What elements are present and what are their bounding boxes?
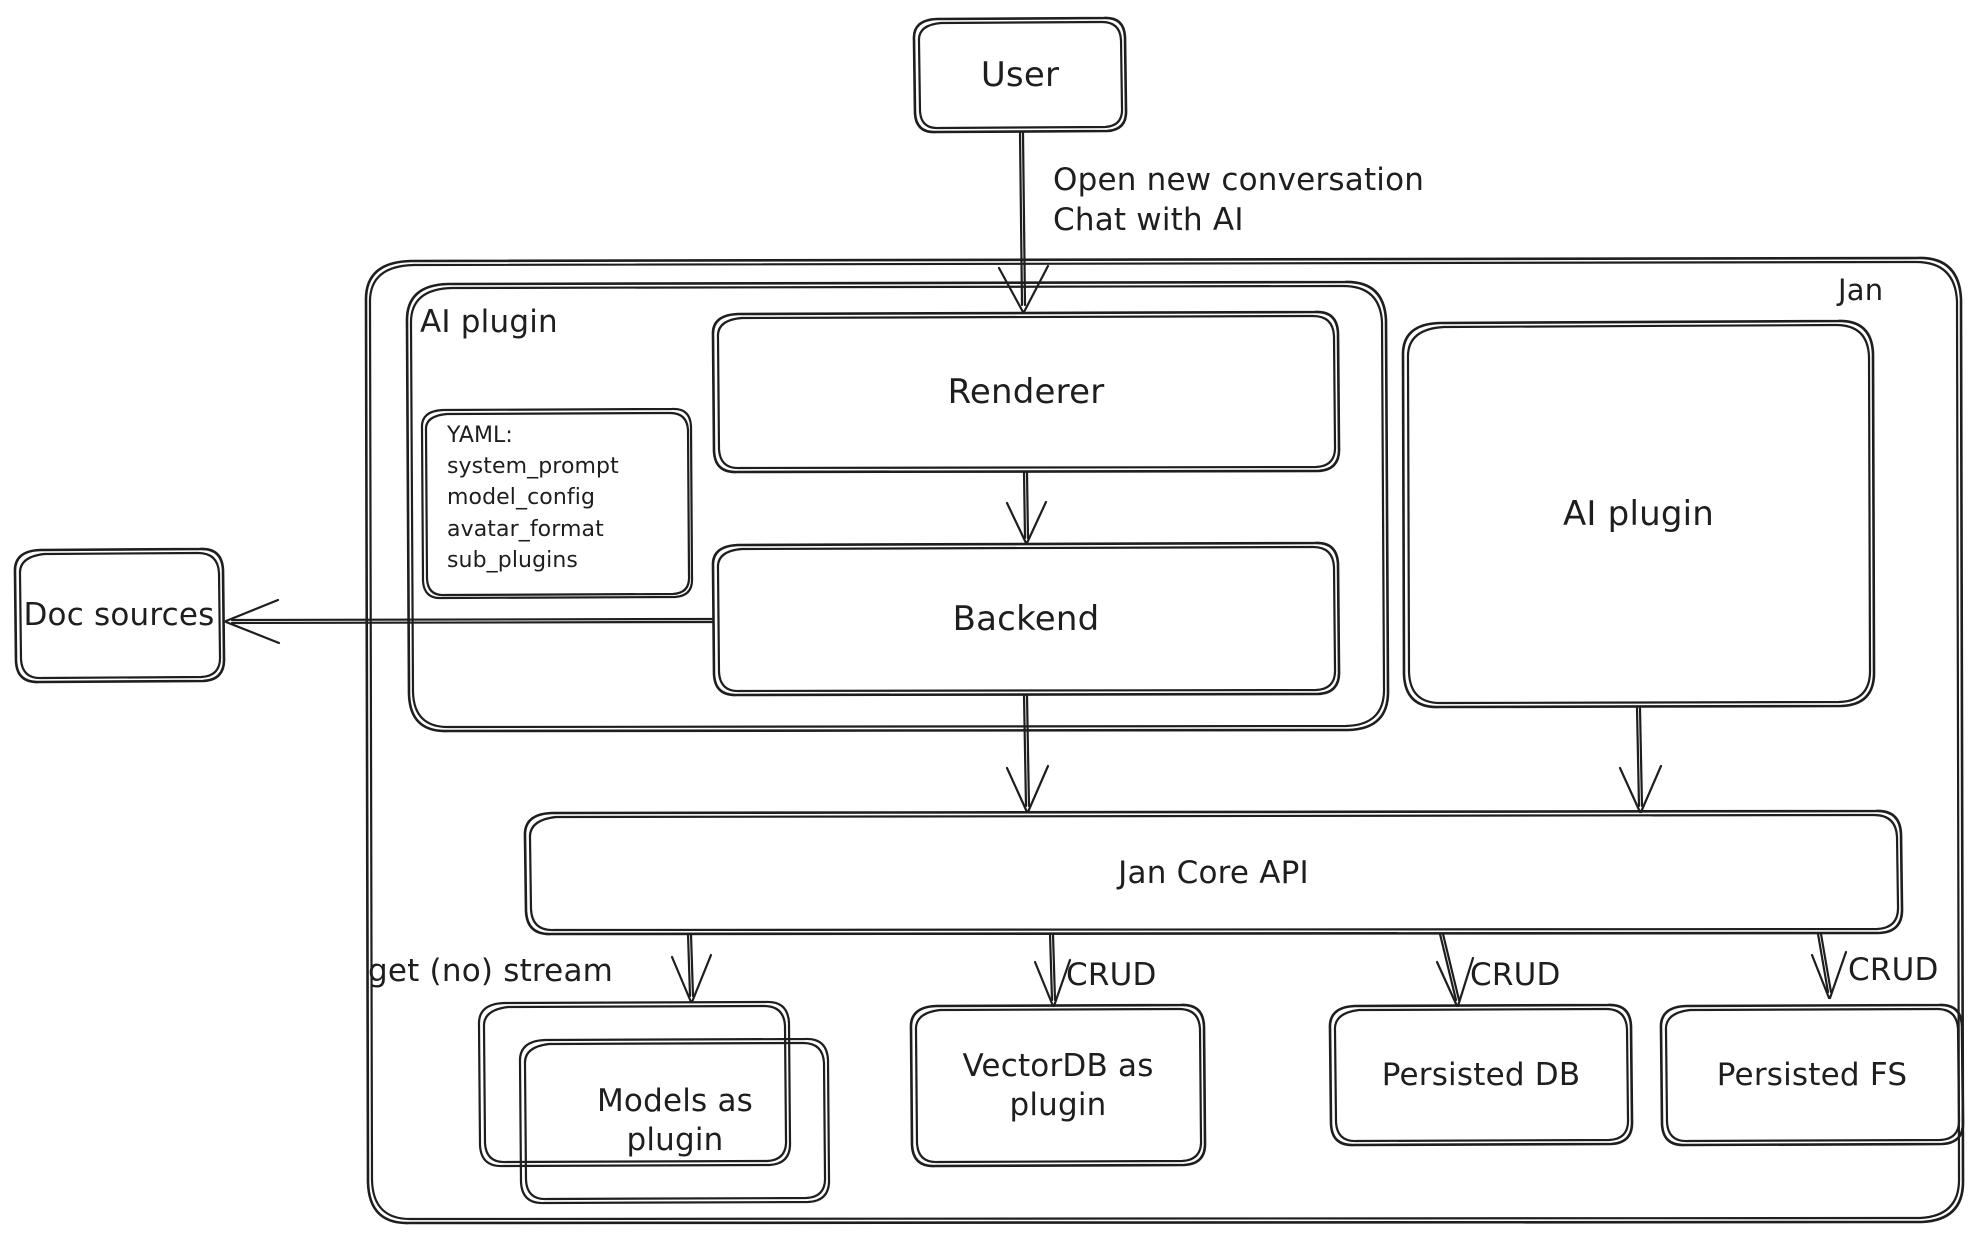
edge-core-api-to-persisted-db (1435, 932, 1475, 1008)
node-doc-sources[interactable] (14, 550, 224, 681)
node-persisted-db[interactable] (1330, 1006, 1632, 1144)
container-label-ai-plugin-group: AI plugin (420, 304, 558, 340)
node-label-yaml-config: YAML: system_prompt model_config avatar_… (447, 423, 619, 573)
container-label-jan: Jan (1838, 273, 1884, 307)
edge-ai-plugin-to-core-api (1618, 706, 1663, 814)
node-models-as-plugin[interactable] (478, 1002, 829, 1202)
node-renderer[interactable] (713, 314, 1339, 471)
edge-label-get-no-stream: get (no) stream (368, 953, 614, 989)
edge-label-crud-persisted-db: CRUD (1470, 957, 1561, 993)
node-label-ai-plugin[interactable]: AI plugin (1562, 494, 1715, 535)
node-backend[interactable] (713, 545, 1339, 694)
edge-core-api-to-models (670, 932, 713, 1004)
edge-label-crud-persisted-fs: CRUD (1848, 952, 1939, 988)
node-jan-core-api[interactable] (525, 813, 1902, 933)
node-user[interactable] (915, 19, 1125, 132)
node-vectordb-as-plugin[interactable] (911, 1006, 1205, 1165)
edge-core-api-to-persisted-fs (1810, 932, 1848, 1000)
node-label-backend[interactable]: Backend (952, 599, 1100, 640)
node-label-persisted-db[interactable]: Persisted DB (1381, 1056, 1581, 1093)
edge-backend-to-doc-sources (224, 598, 715, 645)
node-label-models-as-plugin[interactable]: Models as plugin (596, 1083, 754, 1158)
edge-label-crud-vectordb: CRUD (1066, 957, 1157, 993)
node-label-user[interactable]: User (980, 55, 1060, 96)
node-label-doc-sources[interactable]: Doc sources (23, 597, 215, 634)
node-yaml-config[interactable] (421, 408, 693, 598)
edge-renderer-to-backend (1005, 470, 1048, 545)
node-label-renderer[interactable]: Renderer (947, 372, 1105, 413)
node-label-vectordb-as-plugin[interactable]: VectorDB as plugin (962, 1047, 1154, 1123)
node-label-persisted-fs[interactable]: Persisted FS (1716, 1056, 1908, 1093)
edge-user-to-renderer (997, 131, 1050, 314)
edge-label-user-to-renderer: Open new conversation Chat with AI (1053, 162, 1425, 239)
node-ai-plugin[interactable] (1403, 323, 1874, 706)
node-persisted-fs[interactable] (1661, 1006, 1963, 1144)
node-label-jan-core-api[interactable]: Jan Core API (1118, 854, 1309, 891)
edge-backend-to-core-api (1005, 693, 1050, 814)
edge-core-api-to-vectordb (1033, 932, 1072, 1008)
